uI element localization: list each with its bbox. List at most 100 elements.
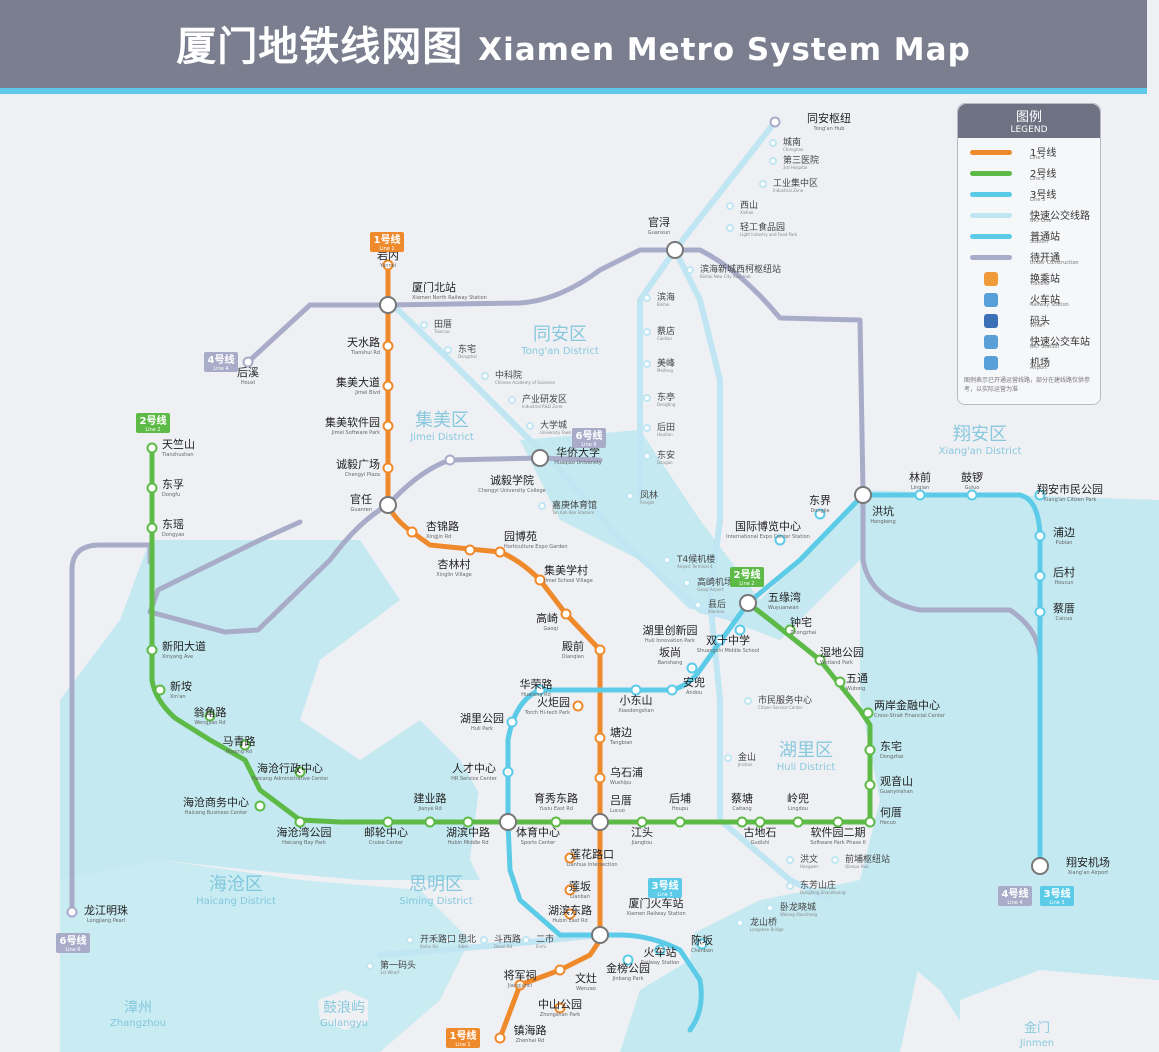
station-line1-20[interactable] xyxy=(514,979,526,991)
station-line1-5[interactable] xyxy=(382,462,394,474)
station-line1-9[interactable] xyxy=(494,546,506,558)
station-line2-26[interactable] xyxy=(814,654,826,666)
station-line1-11[interactable] xyxy=(560,608,572,620)
station-line1-22[interactable] xyxy=(554,1002,566,1014)
station-line3-19[interactable] xyxy=(622,954,634,966)
brt-station-18[interactable] xyxy=(643,452,651,460)
station-line2-9[interactable] xyxy=(294,816,306,828)
brt-station-31[interactable] xyxy=(444,936,452,944)
station-line3-2[interactable] xyxy=(502,766,514,778)
station-line1-19[interactable] xyxy=(564,908,576,920)
station-line1-8[interactable] xyxy=(464,544,476,556)
station-line1-15[interactable] xyxy=(594,772,606,784)
station-line2-15[interactable] xyxy=(636,816,648,828)
brt-station-6[interactable] xyxy=(420,321,428,329)
station-line3-15[interactable] xyxy=(1034,570,1046,582)
station-line2-2[interactable] xyxy=(146,522,158,534)
brt-station-4[interactable] xyxy=(726,224,734,232)
brt-station-3[interactable] xyxy=(726,202,734,210)
station-line1-7[interactable] xyxy=(406,526,418,538)
station-line2-21[interactable] xyxy=(864,816,876,828)
brt-station-12[interactable] xyxy=(626,492,634,500)
station-line1-0[interactable] xyxy=(382,259,394,271)
brt-station-15[interactable] xyxy=(643,360,651,368)
brt-station-19[interactable] xyxy=(663,556,671,564)
station-line3-3[interactable] xyxy=(630,684,642,696)
brt-station-24[interactable] xyxy=(786,856,794,864)
station-line3-6[interactable] xyxy=(714,634,726,646)
brt-station-0[interactable] xyxy=(769,139,777,147)
brt-station-22[interactable] xyxy=(744,697,752,705)
station-line1-17[interactable] xyxy=(564,852,576,864)
brt-station-16[interactable] xyxy=(643,394,651,402)
transfer-station-line4-2[interactable] xyxy=(1031,857,1049,875)
transfer-station-line6-0[interactable] xyxy=(531,449,549,467)
brt-station-13[interactable] xyxy=(643,294,651,302)
station-line3-4[interactable] xyxy=(666,684,678,696)
station-line3-8[interactable] xyxy=(774,534,786,546)
station-line3-13[interactable] xyxy=(1034,489,1046,501)
station-line2-3[interactable] xyxy=(146,644,158,656)
station-line1-21[interactable] xyxy=(554,964,566,976)
station-line2-25[interactable] xyxy=(834,676,846,688)
transfer-station-line3-17[interactable] xyxy=(591,926,609,944)
brt-station-10[interactable] xyxy=(526,422,534,430)
brt-station-7[interactable] xyxy=(444,346,452,354)
station-line4-3[interactable] xyxy=(242,356,254,368)
station-line2-17[interactable] xyxy=(754,816,766,828)
station-line3-16[interactable] xyxy=(1034,606,1046,618)
brt-station-26[interactable] xyxy=(786,882,794,890)
station-line2-18[interactable] xyxy=(736,816,748,828)
brt-station-30[interactable] xyxy=(406,936,414,944)
station-line3-9[interactable] xyxy=(814,508,826,520)
station-line1-2[interactable] xyxy=(382,340,394,352)
station-line6-2[interactable] xyxy=(66,906,78,918)
station-line6-1[interactable] xyxy=(444,454,456,466)
station-line2-23[interactable] xyxy=(864,744,876,756)
transfer-station-line3-10[interactable] xyxy=(854,486,872,504)
brt-station-33[interactable] xyxy=(522,936,530,944)
station-line2-1[interactable] xyxy=(146,482,158,494)
transfer-station-line4-1[interactable] xyxy=(666,241,684,259)
station-line4-0[interactable] xyxy=(769,116,781,128)
brt-station-1[interactable] xyxy=(769,157,777,165)
brt-station-8[interactable] xyxy=(481,372,489,380)
station-line1-3[interactable] xyxy=(382,380,394,392)
brt-station-29[interactable] xyxy=(366,962,374,970)
brt-station-17[interactable] xyxy=(643,424,651,432)
transfer-station-line1-6[interactable] xyxy=(379,496,397,514)
station-line2-8[interactable] xyxy=(254,800,266,812)
station-line2-14[interactable] xyxy=(550,816,562,828)
brt-station-2[interactable] xyxy=(759,180,767,188)
brt-station-28[interactable] xyxy=(736,919,744,927)
station-line1-10[interactable] xyxy=(534,574,546,586)
station-line1-23[interactable] xyxy=(494,1032,506,1044)
transfer-station-line1-16[interactable] xyxy=(591,813,609,831)
station-line1-18[interactable] xyxy=(564,884,576,896)
station-line2-10[interactable] xyxy=(382,816,394,828)
station-line3-18[interactable] xyxy=(654,944,666,956)
brt-station-32[interactable] xyxy=(480,936,488,944)
station-line3-5[interactable] xyxy=(686,662,698,674)
brt-station-21[interactable] xyxy=(694,601,702,609)
station-line2-20[interactable] xyxy=(832,816,844,828)
station-line3-11[interactable] xyxy=(914,489,926,501)
station-line2-6[interactable] xyxy=(239,739,251,751)
station-line1-4[interactable] xyxy=(382,420,394,432)
brt-station-14[interactable] xyxy=(643,328,651,336)
station-line3-14[interactable] xyxy=(1034,530,1046,542)
station-line3-7[interactable] xyxy=(734,624,746,636)
station-line1-12[interactable] xyxy=(594,644,606,656)
station-line2-27[interactable] xyxy=(784,624,796,636)
brt-station-23[interactable] xyxy=(724,754,732,762)
station-line3-20[interactable] xyxy=(696,938,708,950)
station-line1-13[interactable] xyxy=(572,700,584,712)
transfer-station-line2-28[interactable] xyxy=(739,594,757,612)
station-line2-12[interactable] xyxy=(462,816,474,828)
station-line3-12[interactable] xyxy=(966,489,978,501)
station-line2-24[interactable] xyxy=(862,707,874,719)
station-line2-0[interactable] xyxy=(146,442,158,454)
brt-station-5[interactable] xyxy=(686,266,694,274)
station-line3-1[interactable] xyxy=(506,716,518,728)
brt-station-27[interactable] xyxy=(766,904,774,912)
